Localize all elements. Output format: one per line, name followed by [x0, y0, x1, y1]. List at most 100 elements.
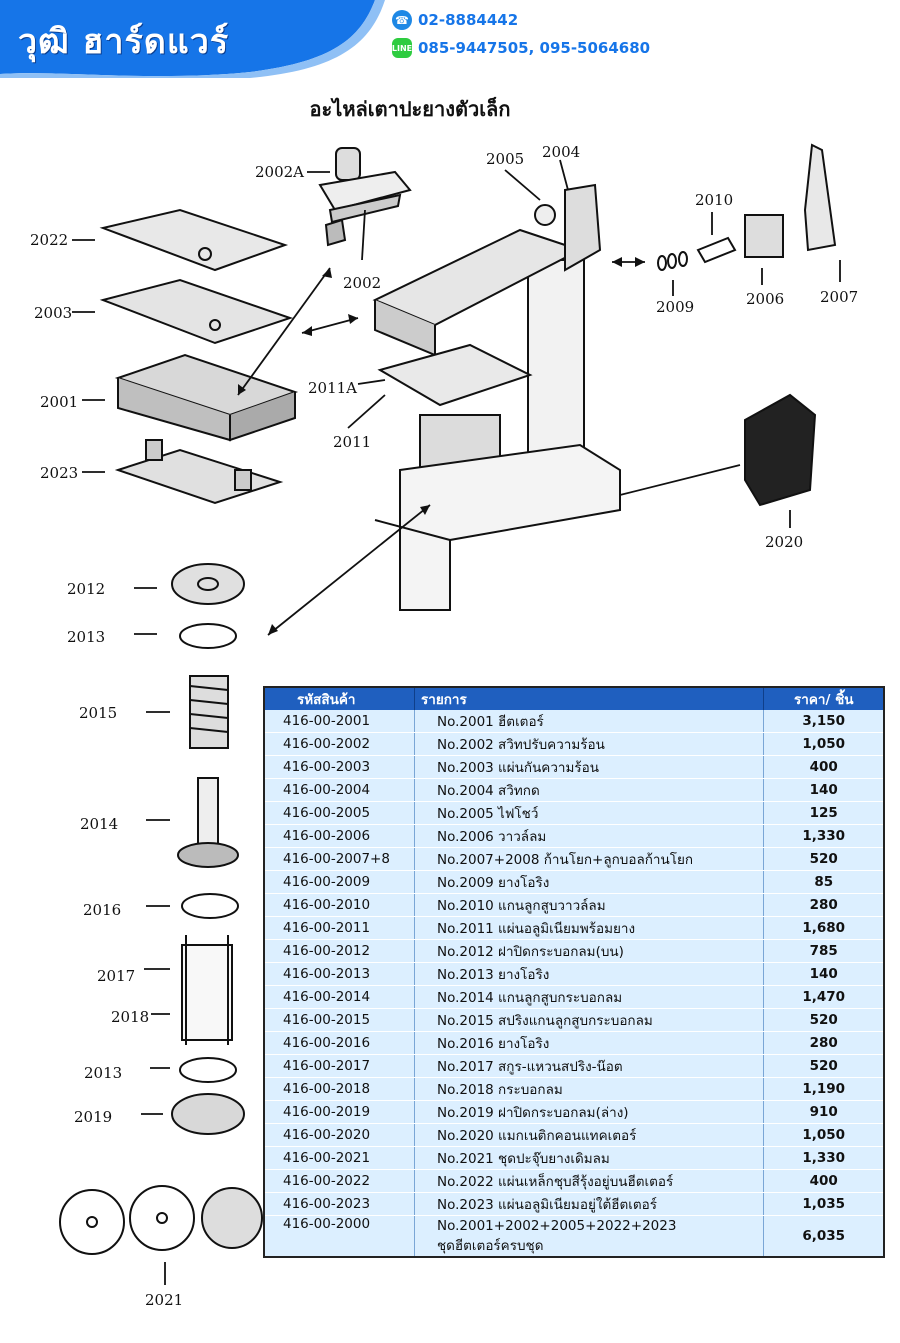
- row-code: 416-00-2002: [264, 732, 415, 756]
- row-price: 280: [763, 1031, 885, 1055]
- cap-2012-shape: [171, 563, 245, 605]
- row-price: 910: [763, 1100, 885, 1124]
- label-2001: 2001: [40, 393, 78, 411]
- row-desc-line1: No.2001+2002+2005+2022+2023: [437, 1218, 677, 1234]
- row-price: 520: [763, 1008, 885, 1032]
- light-2005-shape: [534, 204, 556, 226]
- oring-2013b-shape: [179, 1057, 237, 1083]
- label-2007: 2007: [820, 288, 858, 306]
- phone-contact[interactable]: ☎ 02-8884442: [392, 10, 518, 30]
- row-code: 416-00-2015: [264, 1008, 415, 1032]
- row-code: 416-00-2013: [264, 962, 415, 986]
- label-2015: 2015: [79, 704, 117, 722]
- row-desc: No.2020 แมกเนติกคอนแทคเตอร์: [414, 1123, 765, 1147]
- line-chat-icon: LINE: [392, 38, 412, 58]
- label-2011: 2011: [333, 433, 371, 451]
- row-desc: No.2021 ชุดปะจุ๊บยางเดิมลม: [414, 1146, 765, 1170]
- label-2021: 2021: [145, 1291, 183, 1309]
- cylinder-2018-shape: [181, 944, 233, 1041]
- cap-2019-shape: [171, 1093, 245, 1135]
- row-desc: No.2016 ยางโอริง: [414, 1031, 765, 1055]
- row-desc: No.2010 แกนลูกสูบวาวล์ลม: [414, 893, 765, 917]
- row-desc: No.2005 ไฟโชว์: [414, 801, 765, 825]
- row-price: 400: [763, 1169, 885, 1193]
- row-price: 1,330: [763, 1146, 885, 1170]
- patch-disk-3-shape: [201, 1187, 263, 1249]
- row-code: 416-00-2009: [264, 870, 415, 894]
- phone-number: 02-8884442: [418, 11, 519, 29]
- row-code: 416-00-2020: [264, 1123, 415, 1147]
- label-2004: 2004: [542, 143, 580, 161]
- header-price: ราคา/ ชิ้น: [763, 687, 885, 710]
- contactor-2020-shape: [744, 393, 817, 507]
- row-desc: No.2004 สวิทกด: [414, 778, 765, 802]
- row-code: 416-00-2003: [264, 755, 415, 779]
- row-desc-line2: ชุดฮีตเตอร์ครบชุด: [437, 1238, 544, 1254]
- row-price: 1,190: [763, 1077, 885, 1101]
- label-2010: 2010: [695, 191, 733, 209]
- brand-name: วุฒิ ฮาร์ดแวร์: [18, 22, 230, 62]
- label-2020: 2020: [765, 533, 803, 551]
- row-code: 416-00-2004: [264, 778, 415, 802]
- row-code: 416-00-2014: [264, 985, 415, 1009]
- oring-2016-shape: [181, 893, 239, 919]
- row-price: 85: [763, 870, 885, 894]
- line-contact[interactable]: LINE 085-9447505, 095-5064680: [392, 38, 650, 58]
- label-2022: 2022: [30, 231, 68, 249]
- machine-column-shape: [527, 259, 585, 471]
- row-desc: No.2015 สปริงแกนลูกสูบกระบอกลม: [414, 1008, 765, 1032]
- table-row-set: 416-00-2000 No.2001+2002+2005+2022+2023 …: [264, 1215, 885, 1258]
- row-code: 416-00-2006: [264, 824, 415, 848]
- row-code: 416-00-2021: [264, 1146, 415, 1170]
- piston-rod-2014-shape: [197, 777, 219, 849]
- label-2006: 2006: [746, 290, 784, 308]
- row-price: 785: [763, 939, 885, 963]
- row-desc: No.2003 แผ่นกันความร้อน: [414, 755, 765, 779]
- row-price: 1,050: [763, 1123, 885, 1147]
- table-header-row: รหัสสินค้า รายการ ราคา/ ชิ้น: [264, 687, 885, 710]
- row-desc: No.2017 สกูร-แหวนสปริง-น๊อต: [414, 1054, 765, 1078]
- row-code: 416-00-2012: [264, 939, 415, 963]
- row-desc: No.2001 ฮีตเตอร์: [414, 710, 765, 733]
- label-2019: 2019: [74, 1108, 112, 1126]
- row-price: 520: [763, 847, 885, 871]
- row-desc: No.2019 ฝาปิดกระบอกลม(ล่าง): [414, 1100, 765, 1124]
- label-2016: 2016: [83, 901, 121, 919]
- label-2013: 2013: [67, 628, 105, 646]
- row-code: 416-00-2022: [264, 1169, 415, 1193]
- label-2011A: 2011A: [308, 379, 357, 397]
- label-2023: 2023: [40, 464, 78, 482]
- row-code: 416-00-2010: [264, 893, 415, 917]
- row-desc: No.2018 กระบอกลม: [414, 1077, 765, 1101]
- row-code: 416-00-2007+8: [264, 847, 415, 871]
- row-desc: No.2022 แผ่นเหล็กชุบสีรุ้งอยู่บนฮีตเตอร์: [414, 1169, 765, 1193]
- row-desc: No.2009 ยางโอริง: [414, 870, 765, 894]
- row-price: 520: [763, 1054, 885, 1078]
- row-code: 416-00-2017: [264, 1054, 415, 1078]
- header-code: รหัสสินค้า: [264, 687, 415, 710]
- row-price: 1,050: [763, 732, 885, 756]
- label-2013b: 2013: [84, 1064, 122, 1082]
- row-price: 3,150: [763, 710, 885, 733]
- air-valve-2006-shape: [744, 214, 784, 258]
- plate-2023-shape: [114, 448, 284, 505]
- row-code: 416-00-2019: [264, 1100, 415, 1124]
- patch-disk-1-shape: [59, 1189, 125, 1255]
- row-price: 125: [763, 801, 885, 825]
